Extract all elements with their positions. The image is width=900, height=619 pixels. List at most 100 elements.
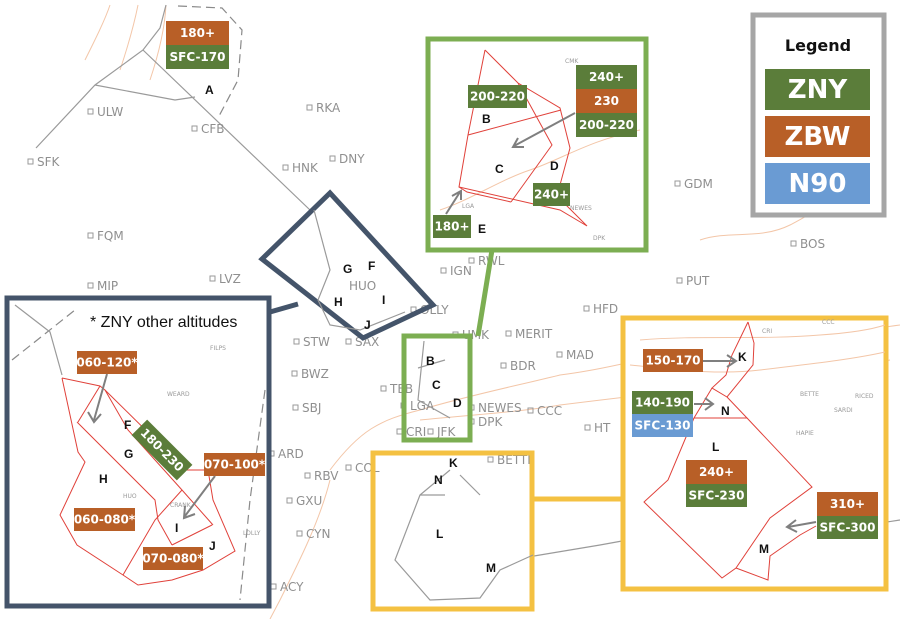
fix-marker-icon [87,108,94,115]
fix-label: CFB [201,122,225,136]
fix-label: STW [303,335,330,349]
label-n: N [721,404,730,418]
south-overview: K N L M [370,450,623,612]
tag-l-zny: SFC-230 [689,489,745,503]
fix-label: RKA [316,101,341,115]
fix-marker-icon [292,404,299,411]
tag-070-100: 070-100* [204,458,266,472]
overview-label-i: I [382,293,385,307]
inset-fix: CRI [762,328,772,335]
fix-label: ULW [97,105,123,119]
legend-item-n90: N90 [789,169,847,199]
tag-m-zbw: 310+ [830,497,865,511]
legend-item-zny: ZNY [788,75,849,105]
fix-marker-icon [291,370,298,377]
label-e: E [478,222,486,236]
fix-marker-icon [674,180,681,187]
fix-label: SBJ [302,401,321,415]
fix-marker-icon [296,530,303,537]
legend-title: Legend [785,36,851,55]
label-f: F [124,418,131,432]
fix-marker-icon [87,282,94,289]
tag-e-180: 180+ [434,220,469,234]
fix-marker-icon [468,257,475,264]
inset-fix: CRANK [170,502,192,509]
tag-b-200-220: 200-220 [470,90,525,104]
label-m: M [759,542,769,556]
tag-n-zny: 140-190 [635,396,690,410]
fix-marker-icon [304,472,311,479]
label-g: G [124,447,133,461]
overview-label-h: H [334,295,343,309]
overview-fix-huo: HUO [349,279,376,293]
tag-l-zbw: 240+ [699,465,734,479]
sector-a: 180+ SFC-170 A [166,21,229,97]
sector-a-tag-zny: SFC-170 [170,50,226,64]
navigation-fixes: ULWCFBRKASFKHNKDNYFQMLVZMIPIGNRWLOLLYGDM… [27,101,825,594]
fix-label: ACY [280,580,304,594]
north-inset: CMK LGA NEWES DPK 200-220 240+ 230 200-2… [425,36,649,337]
tag-060-080: 060-080* [74,513,136,527]
legend-swatch-zbw [765,116,870,157]
fix-marker-icon [487,456,494,463]
fix-label: MERIT [515,327,553,341]
fix-label: GDM [684,177,713,191]
inset-fix: HAPIE [796,430,814,437]
fix-marker-icon [427,428,434,435]
zny-tag [166,45,229,69]
fix-marker-icon [306,104,313,111]
tag-n-n90: SFC-130 [635,419,691,433]
overview-label-k: K [449,456,458,470]
fix-marker-icon [676,277,683,284]
fix-label: COL [355,461,380,475]
fix-label: BETTE [497,453,535,467]
sector-boundaries-red [458,49,588,227]
label-c: C [432,378,441,392]
fix-label: MAD [566,348,594,362]
fix-marker-icon [87,232,94,239]
fix-marker-icon [527,407,534,414]
zbw-tag [166,21,229,45]
inset-fix: DPK [593,235,606,242]
inset-fix: BETTE [800,391,819,398]
fix-label: BOS [800,237,825,251]
fix-marker-icon [345,338,352,345]
fix-marker-icon [286,497,293,504]
label-k: K [738,350,747,364]
south-inset: CRI CCC BETTE RICED SARDI HAPIE 150-170 … [620,315,889,592]
tag-stack-zny-lower: 200-220 [579,118,634,132]
fix-label: DPK [478,415,503,429]
fix-label: HT [594,421,611,435]
tag-d-240: 240+ [534,188,569,202]
fix-marker-icon [500,362,507,369]
fix-label: BWZ [301,367,329,381]
overview-west-area: G F H I J HUO [258,189,438,341]
fix-marker-icon [345,464,352,471]
tag-070-080: 070-080* [142,552,204,566]
fix-label: DNY [339,152,365,166]
label-l: L [712,440,719,454]
legend-swatch-zny [765,69,870,110]
inset-fix: FILPS [210,345,226,352]
fix-marker-icon [329,155,336,162]
label-h: H [99,472,108,486]
fix-label: ARD [278,447,304,461]
overview-label-m: M [486,561,496,575]
label-b: B [426,354,435,368]
fix-marker-icon [790,240,797,247]
label-d: D [550,159,559,173]
fix-label: LGA [410,399,435,413]
fix-label: PUT [686,274,710,288]
fix-label: MIP [97,279,118,293]
inset-fix: LGA [462,203,475,210]
legend-swatch-n90 [765,163,870,204]
label-b: B [482,112,491,126]
fix-label: NEWES [478,401,522,415]
fix-label: TEB [389,382,413,396]
inset-fix: HUO [123,493,137,500]
inset-fix: SARDI [834,407,853,414]
fix-label: HNK [292,161,319,175]
west-inset: * ZNY other altitudes FILPS WEARD HUO CR… [4,295,272,609]
